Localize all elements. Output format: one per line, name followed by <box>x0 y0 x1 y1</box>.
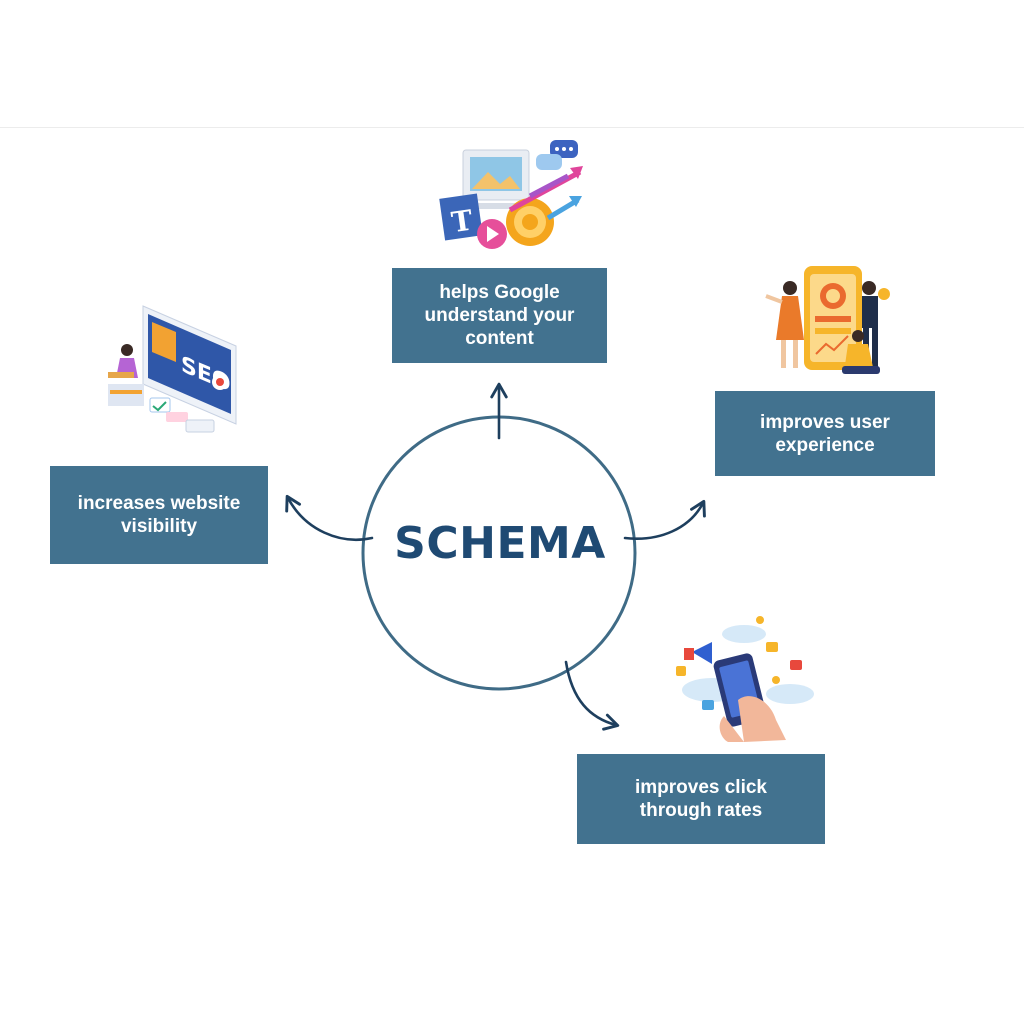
benefit-label-line: increases website <box>77 493 241 514</box>
benefit-box-user-experience: improves user experience <box>715 391 935 476</box>
arrow-to-visibility <box>285 494 374 541</box>
smartphone-marketing-illustration <box>676 616 814 742</box>
content-icons-illustration: T <box>439 140 583 249</box>
arrow-to-ctr <box>564 660 620 731</box>
benefit-box-visibility: increases website visibility <box>50 466 268 564</box>
svg-text:T: T <box>449 204 474 240</box>
top-divider <box>0 127 1024 128</box>
arrow-to-ux <box>623 499 706 540</box>
benefit-label-line: visibility <box>120 516 198 537</box>
benefit-label-line: improves click <box>634 777 768 798</box>
benefit-label-line: experience <box>775 434 875 456</box>
benefit-label-line: content <box>465 328 534 349</box>
benefit-box-google: helps Google understand your content <box>392 268 607 363</box>
benefit-box-click-through: improves click through rates <box>577 754 825 844</box>
mobile-app-team-illustration <box>765 266 890 374</box>
seo-monitor-illustration: SEO <box>108 305 237 433</box>
benefit-label-line: understand your <box>424 305 575 326</box>
benefit-label-line: improves user <box>760 411 890 433</box>
benefit-label-line: helps Google <box>439 282 560 303</box>
benefit-label-line: through rates <box>639 800 763 821</box>
center-title: SCHEMA <box>394 518 606 569</box>
